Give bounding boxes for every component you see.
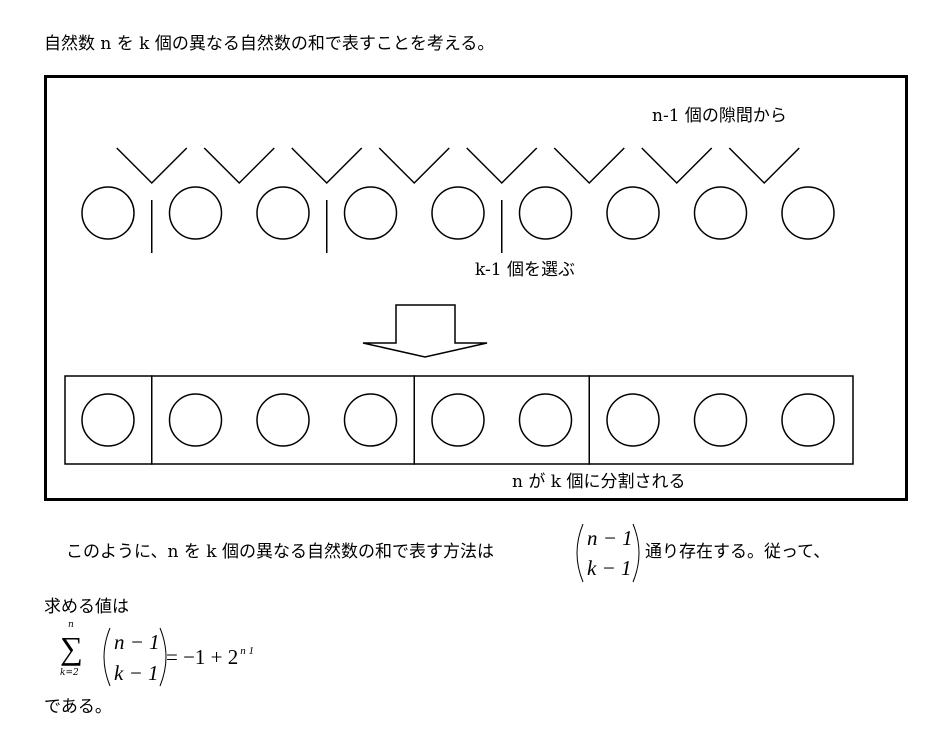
- gap-v-mark: [466, 147, 538, 185]
- down-arrow-icon: [362, 304, 488, 358]
- circle: [256, 393, 310, 447]
- split-label: n が k 個に分割される: [512, 472, 686, 492]
- circle: [693, 393, 748, 447]
- circle: [693, 186, 748, 240]
- paragraph-after: 通り存在する。従って、: [645, 542, 831, 562]
- group-box: [64, 375, 153, 465]
- circle: [343, 393, 398, 447]
- sum-upper: n: [68, 620, 74, 630]
- diagram: [44, 75, 908, 501]
- circle: [431, 393, 485, 447]
- binom-bottom: k − 1: [587, 556, 632, 580]
- sigma-symbol: ∑: [60, 630, 83, 666]
- group-box: [588, 375, 854, 465]
- circle: [606, 186, 660, 240]
- intro-text: 自然数 n を k 個の異なる自然数の和で表すことを考える。: [44, 34, 495, 54]
- value-label: 求める値は: [44, 597, 129, 617]
- group-box: [413, 375, 590, 465]
- gaps-label: n-1 個の隙間から: [652, 106, 787, 126]
- gap-v-mark: [641, 147, 713, 185]
- gap-v-mark: [291, 147, 363, 185]
- circle: [256, 186, 310, 240]
- paragraph-binomial: n − 1 k − 1: [573, 522, 643, 584]
- circle: [781, 393, 835, 447]
- circle: [518, 186, 573, 240]
- formula-binom-top: n − 1: [114, 630, 160, 654]
- diagram-frame: [44, 75, 908, 501]
- closing-text: である。: [44, 697, 112, 717]
- circle: [81, 186, 135, 240]
- paragraph-before: このように、n を k 個の異なる自然数の和で表す方法は: [66, 542, 494, 562]
- circle: [168, 186, 223, 240]
- formula-binom-bottom: k − 1: [114, 661, 159, 685]
- group-box: [151, 375, 415, 465]
- gap-v-mark: [203, 147, 275, 185]
- circle: [606, 393, 660, 447]
- choose-label: k-1 個を選ぶ: [475, 260, 575, 280]
- gap-v-mark: [116, 147, 188, 185]
- circle: [518, 393, 573, 447]
- circle: [343, 186, 398, 240]
- formula-exponent: n 1: [240, 645, 255, 657]
- gap-v-mark: [378, 147, 450, 185]
- gap-v-mark: [553, 147, 625, 185]
- circle: [431, 186, 485, 240]
- binom-top: n − 1: [587, 526, 633, 550]
- formula-rhs: = −1 + 2: [166, 645, 239, 669]
- gap-v-mark: [728, 147, 800, 185]
- circle: [781, 186, 835, 240]
- circle: [81, 393, 135, 447]
- sum-lower: k=2: [60, 668, 79, 678]
- circle: [168, 393, 223, 447]
